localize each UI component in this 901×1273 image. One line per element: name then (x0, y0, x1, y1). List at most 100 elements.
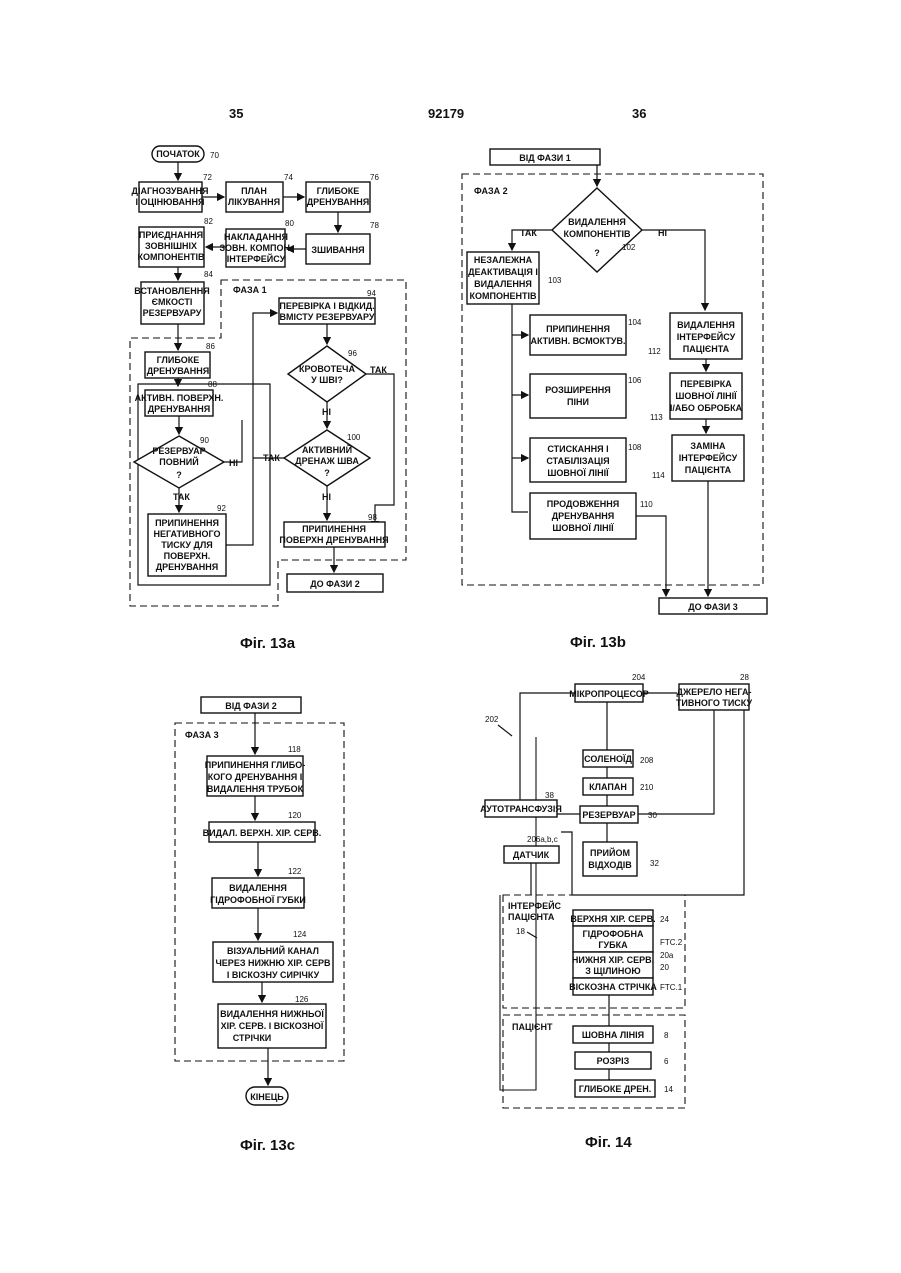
patient-layer-suture-text: ШОВНА ЛІНІЯ (582, 1030, 644, 1040)
box-72-text: ДІАГНОЗУВАННЯІ ОЦІНЮВАННЯ (132, 186, 209, 207)
label-202: 202 (485, 715, 499, 724)
to-phase-3-text: ДО ФАЗИ 3 (688, 602, 737, 612)
caption-13a: Фіг. 13а (240, 635, 296, 652)
patient-layer-deep-drain-text: ГЛИБОКЕ ДРЕН. (579, 1084, 652, 1094)
label-206: 206a,b,c (527, 835, 558, 844)
label-108: 108 (628, 443, 642, 452)
start-label: ПОЧАТОК (156, 149, 200, 159)
from-phase-2-text: ВІД ФАЗИ 2 (225, 701, 276, 711)
layer-upper-drape-text: ВЕРХНЯ ХІР. СЕРВ. (570, 914, 655, 924)
label-6: 6 (664, 1057, 669, 1066)
reservoir-text: РЕЗЕРВУАР (582, 810, 635, 820)
patient-label: ПАЦІЄНТ (512, 1022, 553, 1032)
solenoid-text: СОЛЕНОЇД (584, 754, 632, 764)
label-100: 100 (347, 433, 361, 442)
from-phase-1-text: ВІД ФАЗИ 1 (519, 153, 570, 163)
valve-text: КЛАПАН (589, 782, 627, 792)
label-84: 84 (204, 270, 213, 279)
box-78-text: ЗШИВАННЯ (311, 245, 364, 255)
label-18: 18 (516, 927, 525, 936)
box-104 (530, 315, 626, 355)
autotransfusion-text: АУТОТРАНСФУЗІЯ (480, 804, 562, 814)
box-124-text: ВІЗУАЛЬНИЙ КАНАЛЧЕРЕЗ НИЖНЮ ХІР. СЕРВІ В… (215, 945, 331, 980)
box-92-text: ПРИПИНЕННЯНЕГАТИВНОГОТИСКУ ДЛЯПОВЕРХН.ДР… (153, 518, 220, 572)
phase-1-label: ФАЗА 1 (233, 285, 267, 295)
yes-90: ТАК (173, 492, 190, 502)
label-98: 98 (368, 513, 377, 522)
box-80-text: НАКЛАДАННЯЗОВН. КОМПОН.ІНТЕРФЕЙСУ (220, 232, 293, 264)
no-96: НІ (322, 407, 331, 417)
patient-layer-incision-text: РОЗРІЗ (597, 1056, 630, 1066)
box-88-text: АКТИВН. ПОВЕРХН.ДРЕНУВАННЯ (135, 393, 224, 414)
label-114: 114 (652, 471, 665, 480)
layer-viscous-tape-text: ВІСКОЗНА СТРІЧКА (569, 982, 657, 992)
figure-13b: ВІД ФАЗИ 1 ФАЗА 2 ВИДАЛЕННЯКОМПОНЕНТІВ? … (462, 149, 767, 651)
box-118-text: ПРИПИНЕННЯ ГЛИБО-КОГО ДРЕНУВАННЯ ІВИДАЛЕ… (205, 760, 305, 794)
label-20: 20 (660, 963, 669, 972)
caption-13c: Фіг. 13с (240, 1137, 295, 1154)
negative-pressure-text: ДЖЕРЕЛО НЕГА-ТИВНОГО ТИСКУ (676, 687, 753, 708)
figure-14: 202 МІКРОПРОЦЕСОР 204 ДЖЕРЕЛО НЕГА-ТИВНО… (480, 673, 752, 1151)
to-phase-2-text: ДО ФАЗИ 2 (310, 579, 359, 589)
label-120: 120 (288, 811, 302, 820)
decision-102-text: ВИДАЛЕННЯКОМПОНЕНТІВ? (564, 217, 631, 258)
patient-interface-label: ІНТЕРФЕЙСПАЦІЄНТА (508, 900, 562, 922)
label-104: 104 (628, 318, 642, 327)
label-28: 28 (740, 673, 749, 682)
label-94: 94 (367, 289, 376, 298)
label-112: 112 (648, 347, 661, 356)
box-106 (530, 374, 626, 418)
label-38: 38 (545, 791, 554, 800)
box-110-text: ПРОДОВЖЕННЯДРЕНУВАННЯШОВНОЇ ЛІНІЇ (547, 499, 619, 533)
label-72: 72 (203, 173, 212, 182)
box-94-text: ПЕРЕВІРКА І ВІДКИД.ВМІСТУ РЕЗЕРВУАРУ (279, 301, 375, 322)
no-100: НІ (322, 492, 331, 502)
label-70: 70 (210, 151, 219, 160)
label-32: 32 (650, 859, 659, 868)
end-label: КІНЕЦЬ (250, 1092, 284, 1102)
label-118: 118 (288, 745, 301, 754)
caption-14: Фіг. 14 (585, 1134, 632, 1151)
figure-13c: ВІД ФАЗИ 2 ФАЗА 3 ПРИПИНЕННЯ ГЛИБО-КОГО … (175, 697, 344, 1154)
label-90: 90 (200, 436, 209, 445)
label-126: 126 (295, 995, 309, 1004)
label-122: 122 (288, 867, 302, 876)
decision-100-text: АКТИВНИЙДРЕНАЖ ШВА? (295, 444, 359, 478)
label-8: 8 (664, 1031, 669, 1040)
box-112-text: ВИДАЛЕННЯІНТЕРФЕЙСУПАЦІЄНТА (677, 320, 736, 354)
label-ftc1: FTC.1 (660, 983, 683, 992)
box-108-text: СТИСКАННЯ ІСТАБІЛІЗАЦІЯШОВНОЇ ЛІНІЇ (546, 444, 609, 478)
label-80: 80 (285, 219, 294, 228)
no-90: НІ (229, 458, 238, 468)
label-76: 76 (370, 173, 379, 182)
label-30: 30 (648, 811, 657, 820)
label-106: 106 (628, 376, 642, 385)
label-74: 74 (284, 173, 293, 182)
label-92: 92 (217, 504, 226, 513)
label-88: 88 (208, 380, 217, 389)
label-96: 96 (348, 349, 357, 358)
label-102: 102 (622, 243, 636, 252)
label-204: 204 (632, 673, 646, 682)
box-120-text: ВИДАЛ. ВЕРХН. ХІР. СЕРВ. (203, 828, 322, 838)
label-24: 24 (660, 915, 669, 924)
label-82: 82 (204, 217, 213, 226)
label-ftc2: FTC.2 (660, 938, 683, 947)
label-103: 103 (548, 276, 562, 285)
label-20a: 20a (660, 951, 674, 960)
sensor-text: ДАТЧИК (513, 850, 550, 860)
box-113-text: ПЕРЕВІРКАШОВНОЇ ЛІНІЇІ/АБО ОБРОБКА (670, 379, 743, 413)
caption-13b: Фіг. 13b (570, 634, 626, 651)
box-82-text: ПРИЄДНАННЯЗОВНІШНІХКОМПОНЕНТІВ (138, 230, 205, 262)
phase-3-label: ФАЗА 3 (185, 730, 219, 740)
label-210: 210 (640, 783, 654, 792)
label-78: 78 (370, 221, 379, 230)
label-113: 113 (650, 413, 663, 422)
label-208: 208 (640, 756, 654, 765)
figure-13a: ПОЧАТОК 70 ДІАГНОЗУВАННЯІ ОЦІНЮВАННЯ 72 … (130, 146, 406, 652)
label-14: 14 (664, 1085, 673, 1094)
label-110: 110 (640, 500, 653, 509)
phase-2-label: ФАЗА 2 (474, 186, 508, 196)
label-86: 86 (206, 342, 215, 351)
